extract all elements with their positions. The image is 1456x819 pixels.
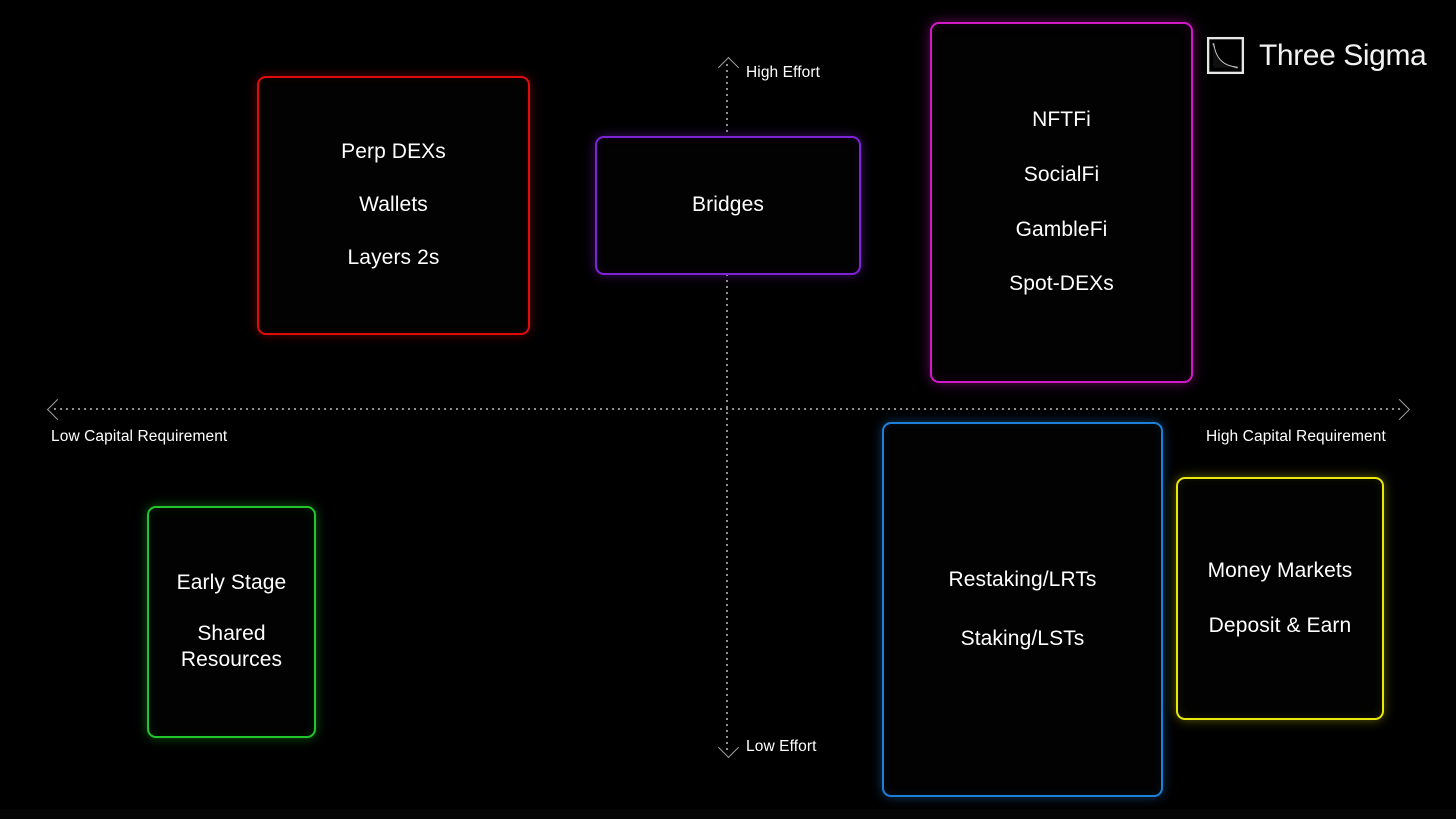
group-item-label: Wallets <box>359 193 428 217</box>
group-item-label: GambleFi <box>1015 217 1108 241</box>
group-item-label: Shared Resources <box>180 621 283 672</box>
axis-label-low-capital: Low Capital Requirement <box>51 428 228 445</box>
group-item-label: Staking/LSTs <box>960 626 1085 650</box>
group-box-nftfi: NFTFi SocialFi GambleFi Spot-DEXs <box>930 22 1193 383</box>
three-sigma-mark-icon <box>1206 36 1245 75</box>
axis-label-high-capital: High Capital Requirement <box>1206 428 1386 445</box>
group-item-label: Perp DEXs <box>341 140 446 164</box>
group-box-staking: Restaking/LRTs Staking/LSTs <box>882 422 1163 797</box>
group-item-label: Layers 2s <box>347 245 440 269</box>
horizontal-axis-dotted-line <box>52 408 1404 410</box>
group-item-label: SocialFi <box>1023 162 1100 186</box>
bottom-edge-strip <box>0 809 1456 819</box>
arrow-up-icon <box>717 56 740 79</box>
axis-label-high-effort: High Effort <box>746 64 821 81</box>
arrow-left-icon <box>46 398 69 421</box>
brand-logo: Three Sigma <box>1206 36 1427 75</box>
group-box-money-markets: Money Markets Deposit & Earn <box>1176 477 1384 720</box>
group-item-label: Money Markets <box>1207 558 1353 582</box>
group-item-label: NFTFi <box>1032 107 1091 131</box>
axis-label-low-effort: Low Effort <box>746 738 817 755</box>
brand-name-text: Three Sigma <box>1259 38 1427 72</box>
arrow-down-icon <box>717 736 740 759</box>
group-item-label: Bridges <box>692 193 764 217</box>
group-item-label: Deposit & Earn <box>1208 613 1352 637</box>
group-item-label: Early Stage <box>176 570 287 594</box>
group-item-label: Spot-DEXs <box>1009 272 1114 296</box>
group-item-label: Restaking/LRTs <box>948 567 1097 591</box>
group-box-perp-dexs: Perp DEXs Wallets Layers 2s <box>257 76 530 335</box>
vertical-axis-dotted-line <box>726 62 728 754</box>
arrow-right-icon <box>1388 398 1411 421</box>
group-box-bridges: Bridges <box>595 136 861 275</box>
group-box-early-stage: Early Stage Shared Resources <box>147 506 316 738</box>
